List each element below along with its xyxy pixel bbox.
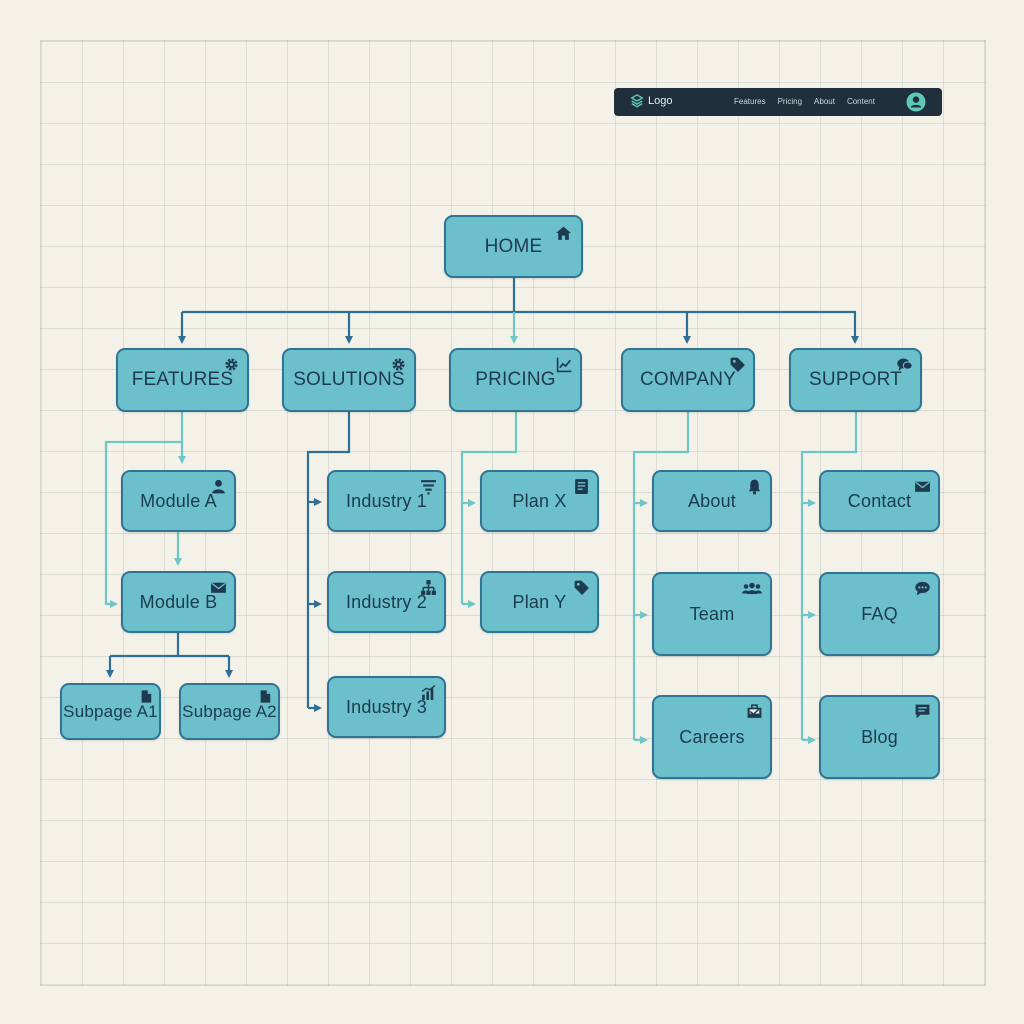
node-industry-1[interactable]: Industry 1 [327, 470, 446, 532]
node-about[interactable]: About [652, 470, 772, 532]
document-icon [258, 689, 272, 703]
node-industry-1-label: Industry 1 [345, 490, 428, 511]
node-subpage-a2-label: Subpage A2 [182, 701, 277, 721]
node-pricing[interactable]: PRICING [449, 348, 582, 412]
node-team[interactable]: Team [652, 572, 772, 656]
node-module-a-label: Module A [140, 490, 217, 511]
node-module-b-label: Module B [139, 591, 218, 612]
node-faq[interactable]: FAQ [819, 572, 940, 656]
connector-home-bus [182, 278, 856, 314]
line-chart-icon [555, 355, 573, 373]
node-solutions[interactable]: SOLUTIONS [282, 348, 416, 412]
node-blog-label: Blog [861, 726, 898, 747]
node-company-label: COMPANY [639, 369, 737, 390]
navbar-mockup: Logo Features Pricing About Content [614, 88, 942, 116]
chat-bubbles-icon [895, 355, 913, 373]
connector-company-trunk [632, 412, 690, 740]
envelope-icon [209, 578, 227, 596]
node-company[interactable]: COMPANY [621, 348, 755, 412]
node-home-label: HOME [484, 235, 543, 257]
gear-icon [389, 355, 407, 373]
bell-icon [745, 477, 763, 495]
navbar-logo-text: Logo [648, 95, 673, 107]
node-industry-3-label: Industry 3 [345, 696, 428, 717]
org-chart-icon [419, 578, 437, 596]
node-about-label: About [687, 490, 737, 511]
tag-icon [572, 578, 590, 596]
node-faq-label: FAQ [861, 603, 898, 624]
node-careers-label: Careers [679, 726, 745, 747]
node-plan-y-label: Plan Y [512, 591, 567, 612]
connector-features-module-b [104, 440, 182, 608]
node-module-a[interactable]: Module A [121, 470, 236, 532]
node-industry-2-label: Industry 2 [345, 591, 428, 612]
node-contact[interactable]: Contact [819, 470, 940, 532]
node-pricing-label: PRICING [475, 369, 556, 390]
briefcase-icon [745, 702, 763, 720]
connector-pricing-trunk [460, 412, 518, 604]
bar-chart-icon [419, 683, 437, 701]
navbar-link-content[interactable]: Content [846, 97, 875, 106]
node-subpage-a1[interactable]: Subpage A1 [60, 683, 161, 740]
group-icon [741, 579, 763, 597]
gear-icon [222, 355, 240, 373]
node-support-label: SUPPORT [809, 369, 902, 390]
node-industry-2[interactable]: Industry 2 [327, 571, 446, 633]
node-plan-y[interactable]: Plan Y [480, 571, 599, 633]
node-contact-label: Contact [847, 490, 912, 511]
message-icon [913, 702, 931, 720]
node-industry-3[interactable]: Industry 3 [327, 676, 446, 738]
node-team-label: Team [689, 603, 735, 624]
chat-bubble-icon [913, 579, 931, 597]
navbar-logo[interactable]: Logo [630, 94, 672, 108]
navbar-link-pricing[interactable]: Pricing [777, 97, 803, 106]
node-blog[interactable]: Blog [819, 695, 940, 779]
node-solutions-label: SOLUTIONS [293, 369, 405, 390]
house-icon [554, 224, 572, 242]
node-support[interactable]: SUPPORT [789, 348, 922, 412]
connector-support-trunk [800, 412, 858, 740]
node-module-b[interactable]: Module B [121, 571, 236, 633]
node-plan-x-label: Plan X [512, 490, 567, 511]
node-plan-x[interactable]: Plan X [480, 470, 599, 532]
envelope-icon [913, 477, 931, 495]
node-features[interactable]: FEATURES [116, 348, 249, 412]
document-icon [572, 477, 590, 495]
navbar-links: Features Pricing About Content [734, 97, 875, 106]
node-features-label: FEATURES [131, 369, 234, 390]
person-icon [209, 477, 227, 495]
funnel-icon [419, 477, 437, 495]
node-careers[interactable]: Careers [652, 695, 772, 779]
connector-solutions-trunk [306, 412, 351, 708]
document-icon [139, 689, 153, 703]
navbar-link-about[interactable]: About [814, 97, 835, 106]
user-avatar-icon[interactable] [906, 92, 926, 112]
node-subpage-a1-label: Subpage A1 [63, 701, 158, 721]
node-home[interactable]: HOME [444, 215, 583, 278]
navbar-link-features[interactable]: Features [734, 97, 766, 106]
connector-module-b-bus [110, 633, 229, 658]
tag-icon [728, 355, 746, 373]
node-subpage-a2[interactable]: Subpage A2 [179, 683, 280, 740]
logo-icon [630, 94, 644, 108]
